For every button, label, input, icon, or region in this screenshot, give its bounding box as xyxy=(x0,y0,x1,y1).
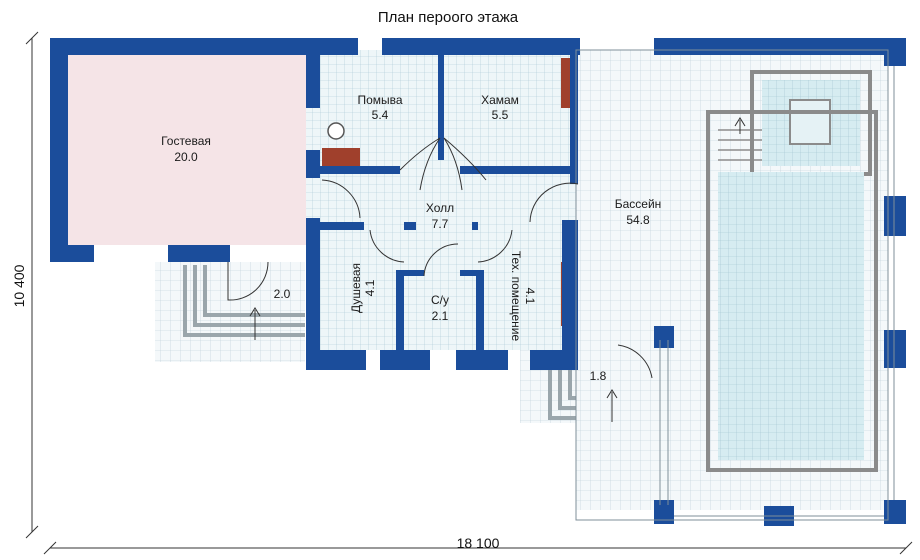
terrace-left xyxy=(155,262,305,362)
boiler xyxy=(327,122,345,140)
plan-title: План перoого этажа xyxy=(378,9,519,26)
room-guest-name: Гостевая xyxy=(161,134,211,148)
dimension-height: 10 400 xyxy=(11,264,27,307)
dimension-width: 18 100 xyxy=(457,535,500,551)
room-hall-name: Холл xyxy=(426,201,454,215)
room-guest-area: 20.0 xyxy=(174,150,198,164)
room-shower-name: Душевая xyxy=(349,263,363,313)
room-tech-area: 4.1 xyxy=(523,288,537,305)
room-pomyva-name: Помыва xyxy=(357,93,402,107)
room-pomyva-area: 5.4 xyxy=(372,108,389,122)
walls xyxy=(50,38,906,526)
steps-left xyxy=(183,265,305,337)
entry-arrows xyxy=(249,117,746,422)
room-pool-area: 54.8 xyxy=(626,213,650,227)
terrace-right-area: 1.8 xyxy=(590,369,607,383)
room-wc-area: 2.1 xyxy=(432,309,449,323)
guest-room-floor xyxy=(68,55,306,245)
room-wc-name: С/у xyxy=(431,293,449,307)
room-pool-name: Бассейн xyxy=(615,197,662,211)
jacuzzi-seat xyxy=(789,99,831,145)
door-swings xyxy=(227,137,653,379)
pool-frame xyxy=(706,110,878,472)
terrace-left-area: 2.0 xyxy=(274,287,291,301)
thin-walls xyxy=(575,49,895,521)
room-hamam-name: Хамам xyxy=(481,93,519,107)
dimension-lines xyxy=(25,31,913,555)
room-hamam-area: 5.5 xyxy=(492,108,509,122)
room-tech-name: Тех. помещение xyxy=(509,251,523,342)
room-shower-area: 4.1 xyxy=(363,279,377,296)
pool-water xyxy=(718,172,864,460)
room-hall-area: 7.7 xyxy=(432,217,449,231)
